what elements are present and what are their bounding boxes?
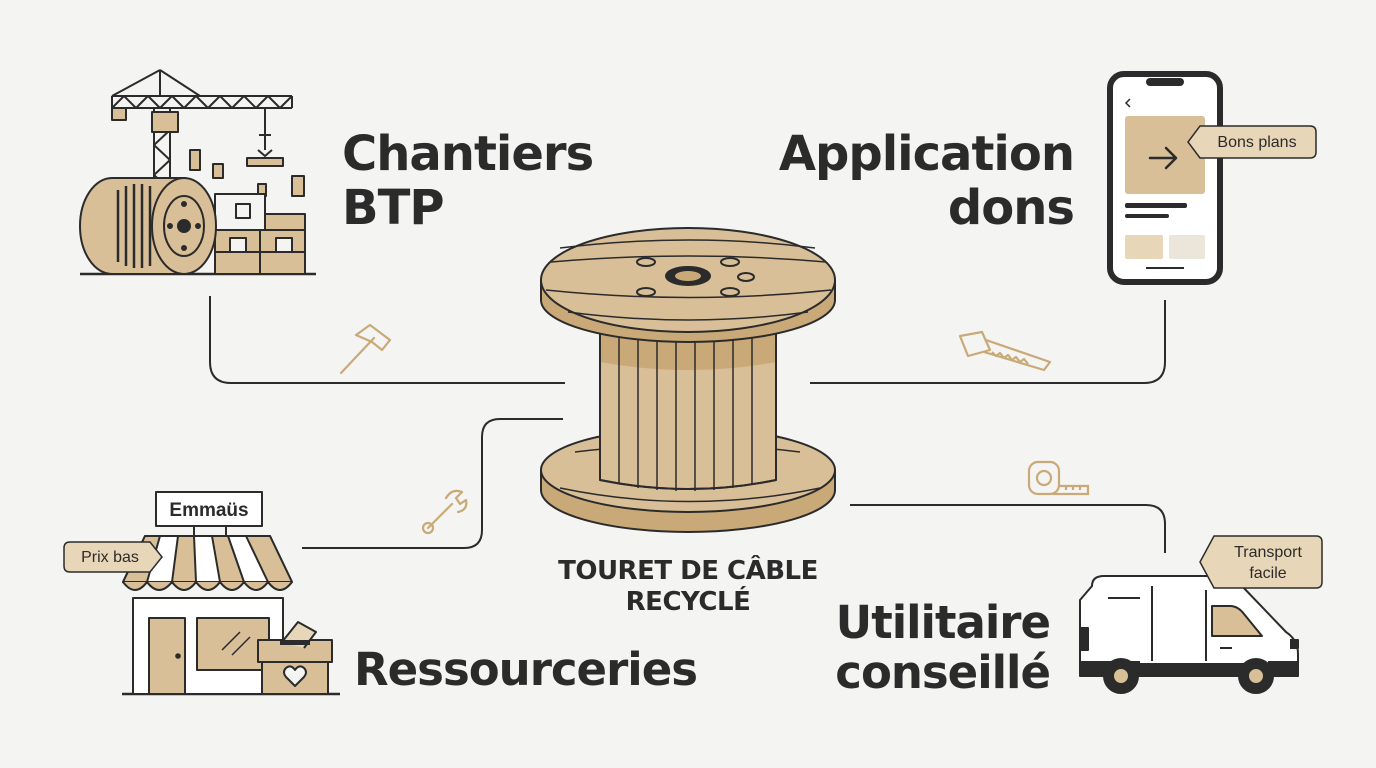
van-icon <box>1079 575 1299 694</box>
connector-ressourceries <box>302 418 563 549</box>
label-utilitaire: Utilitaire conseillé <box>835 596 1051 700</box>
saw-icon <box>958 330 1052 372</box>
shop-sign-text: Emmaüs <box>169 500 248 521</box>
tag-transport-text: Transport <box>1234 544 1302 561</box>
center-label-line1: TOURET DE CÂBLE <box>558 556 818 586</box>
label-chantiers: Chantiers BTP <box>342 126 594 236</box>
tag-bons-plans: Bons plans <box>1187 125 1317 159</box>
label-utilitaire-line2: conseillé <box>835 646 1051 700</box>
heart-icon <box>283 665 307 687</box>
center-label-line2: RECYCLÉ <box>625 587 751 618</box>
connector-chantiers <box>209 296 565 384</box>
tag-facile-text: facile <box>1249 565 1286 582</box>
label-application-line1: Application <box>778 126 1075 182</box>
connector-application <box>810 300 1166 384</box>
tape-measure-icon <box>1027 460 1090 496</box>
tag-bons-plans-text: Bons plans <box>1217 134 1296 151</box>
label-ressourceries: Ressourceries <box>354 643 698 696</box>
label-utilitaire-line1: Utilitaire <box>835 596 1051 649</box>
tag-prix-bas-text: Prix bas <box>81 549 139 566</box>
hammer-icon <box>339 323 392 375</box>
label-ressourceries-line1: Ressourceries <box>354 643 698 696</box>
center-label: TOURET DE CÂBLE RECYCLÉ <box>538 556 838 618</box>
connectors <box>209 296 1166 553</box>
label-application: Application dons <box>778 126 1075 236</box>
shop-store-icon <box>122 491 340 696</box>
wrench-icon <box>421 489 468 535</box>
label-application-line2: dons <box>947 179 1075 236</box>
cable-spool <box>540 227 836 533</box>
tag-prix-bas: Prix bas <box>63 541 163 573</box>
connector-utilitaire <box>850 504 1166 553</box>
arrow-right-icon <box>1148 146 1178 170</box>
label-chantiers-line1: Chantiers <box>342 126 594 182</box>
tag-transport-facile: Transport facile <box>1199 535 1323 589</box>
label-chantiers-line2: BTP <box>342 179 445 236</box>
crane-construction-icon <box>79 69 316 276</box>
smartphone-app-icon <box>1107 71 1223 285</box>
